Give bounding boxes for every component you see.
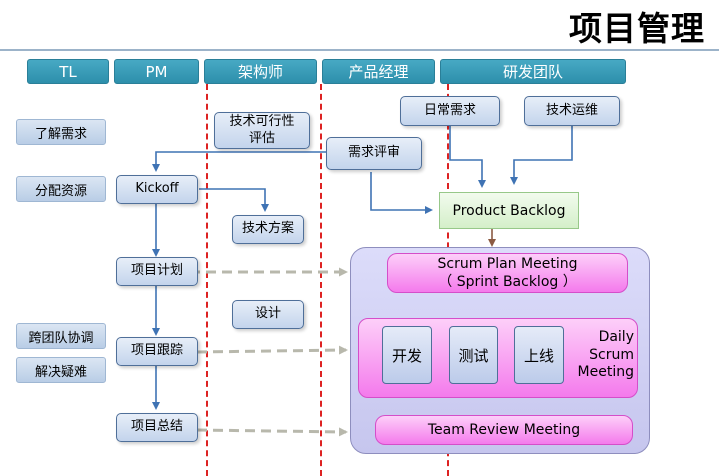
page-title: 项目管理 (569, 9, 705, 48)
step-test: 测试 (449, 326, 498, 384)
pm-project-summary: 项目总结 (116, 413, 198, 442)
product-backlog: Product Backlog (439, 192, 579, 229)
daily-scrum-line: Scrum (589, 346, 634, 363)
lane-separator (320, 84, 322, 476)
pm-project-plan: 项目计划 (116, 257, 198, 286)
daily-scrum-line: Meeting (577, 364, 634, 380)
pm-requirement-review: 需求评审 (326, 137, 422, 170)
title-divider (0, 49, 719, 51)
architect-feasibility-assessment: 技术可行性评估 (214, 112, 310, 149)
pm-kickoff: Kickoff (116, 175, 198, 204)
role-header-tl: TL (27, 59, 109, 84)
role-header-product-manager: 产品经理 (322, 59, 435, 84)
lane-separator (206, 84, 208, 476)
scrum-plan-meeting: Scrum Plan Meeting （ Sprint Backlog ） (387, 253, 628, 293)
team-review-meeting: Team Review Meeting (375, 415, 633, 445)
architect-technical-solution: 技术方案 (232, 215, 304, 244)
architect-design: 设计 (232, 300, 304, 329)
tl-item-cross-team-coordination: 跨团队协调 (16, 323, 106, 349)
tl-item-allocate-resources: 分配资源 (16, 176, 106, 202)
role-header-pm: PM (114, 59, 199, 84)
role-header-dev-team: 研发团队 (440, 59, 626, 84)
step-develop: 开发 (382, 326, 432, 384)
tl-item-understand-requirements: 了解需求 (16, 119, 106, 145)
dev-tech-operations: 技术运维 (524, 96, 620, 126)
sprint-backlog-label: （ Sprint Backlog ） (438, 274, 577, 290)
tl-item-resolve-issues: 解决疑难 (16, 357, 106, 383)
role-header-architect: 架构师 (204, 59, 317, 84)
pm-project-tracking: 项目跟踪 (116, 337, 198, 366)
scrum-plan-meeting-label: Scrum Plan Meeting (437, 255, 578, 272)
step-release: 上线 (514, 326, 564, 384)
daily-scrum-line: Daily (598, 329, 634, 345)
dev-daily-requirements: 日常需求 (400, 96, 500, 126)
daily-scrum-meeting: Daily Scrum Meeting (568, 329, 634, 382)
